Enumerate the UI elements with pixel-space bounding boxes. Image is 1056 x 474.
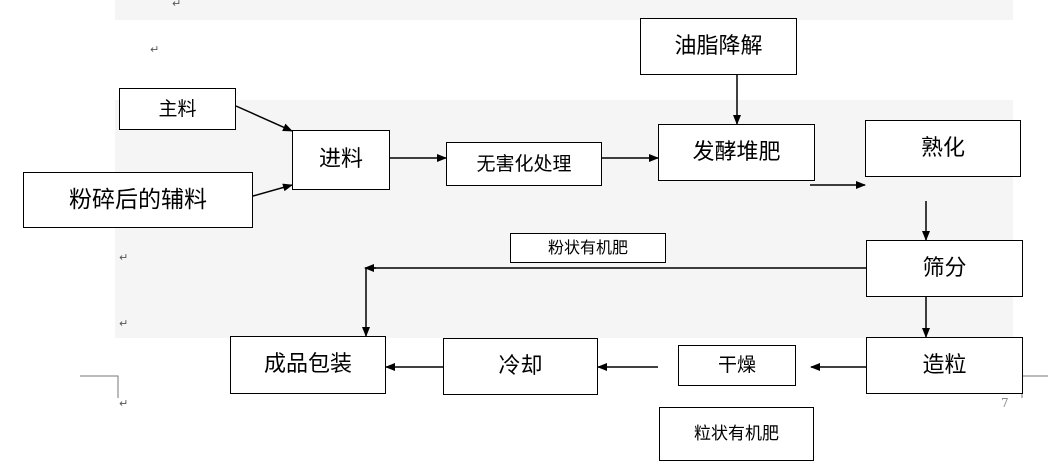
node-feed: 进料 — [292, 130, 390, 190]
node-main-material: 主料 — [119, 88, 236, 130]
node-product-packaging-label: 成品包装 — [263, 352, 352, 377]
node-granulation-label: 造粒 — [922, 352, 967, 378]
node-oil-degradation: 油脂降解 — [640, 18, 797, 75]
node-crushed-auxiliary: 粉碎后的辅料 — [23, 172, 253, 228]
node-fermentation-compost-label: 发酵堆肥 — [692, 139, 781, 165]
node-maturation: 熟化 — [865, 120, 1021, 177]
page-number: 7 — [1001, 396, 1009, 410]
background-band-top — [115, 0, 1013, 20]
paragraph-mark: ↵ — [172, 0, 182, 10]
node-main-material-label: 主料 — [158, 97, 197, 120]
paragraph-mark: ↵ — [119, 317, 129, 330]
node-drying: 干燥 — [678, 345, 796, 386]
node-cooling: 冷却 — [443, 338, 598, 395]
node-sieving: 筛分 — [866, 240, 1023, 297]
background-band-main — [115, 100, 1013, 338]
node-fermentation-compost: 发酵堆肥 — [658, 124, 815, 181]
node-oil-degradation-label: 油脂降解 — [674, 33, 763, 59]
arrow-main-to-feed — [235, 105, 293, 132]
paragraph-mark: ↵ — [119, 251, 129, 264]
node-cooling-label: 冷却 — [498, 353, 543, 379]
node-harmless-treatment: 无害化处理 — [446, 142, 602, 186]
node-harmless-treatment-label: 无害化处理 — [476, 152, 572, 175]
arrow-aux-to-feed — [252, 183, 293, 197]
node-crushed-auxiliary-label: 粉碎后的辅料 — [69, 186, 207, 213]
node-granular-fertilizer-label: 粒状有机肥 — [694, 423, 779, 444]
node-powder-fertilizer-label: 粉状有机肥 — [547, 238, 628, 257]
node-sieving-label: 筛分 — [922, 255, 967, 281]
node-product-packaging: 成品包装 — [230, 336, 386, 394]
node-granular-fertilizer: 粒状有机肥 — [659, 407, 814, 461]
node-maturation-label: 熟化 — [920, 135, 965, 161]
node-feed-label: 进料 — [318, 147, 363, 172]
paragraph-mark: ↵ — [150, 43, 160, 56]
node-powder-fertilizer: 粉状有机肥 — [510, 233, 666, 263]
node-drying-label: 干燥 — [717, 354, 756, 376]
node-granulation: 造粒 — [866, 337, 1023, 394]
paragraph-mark: ↵ — [119, 397, 129, 410]
